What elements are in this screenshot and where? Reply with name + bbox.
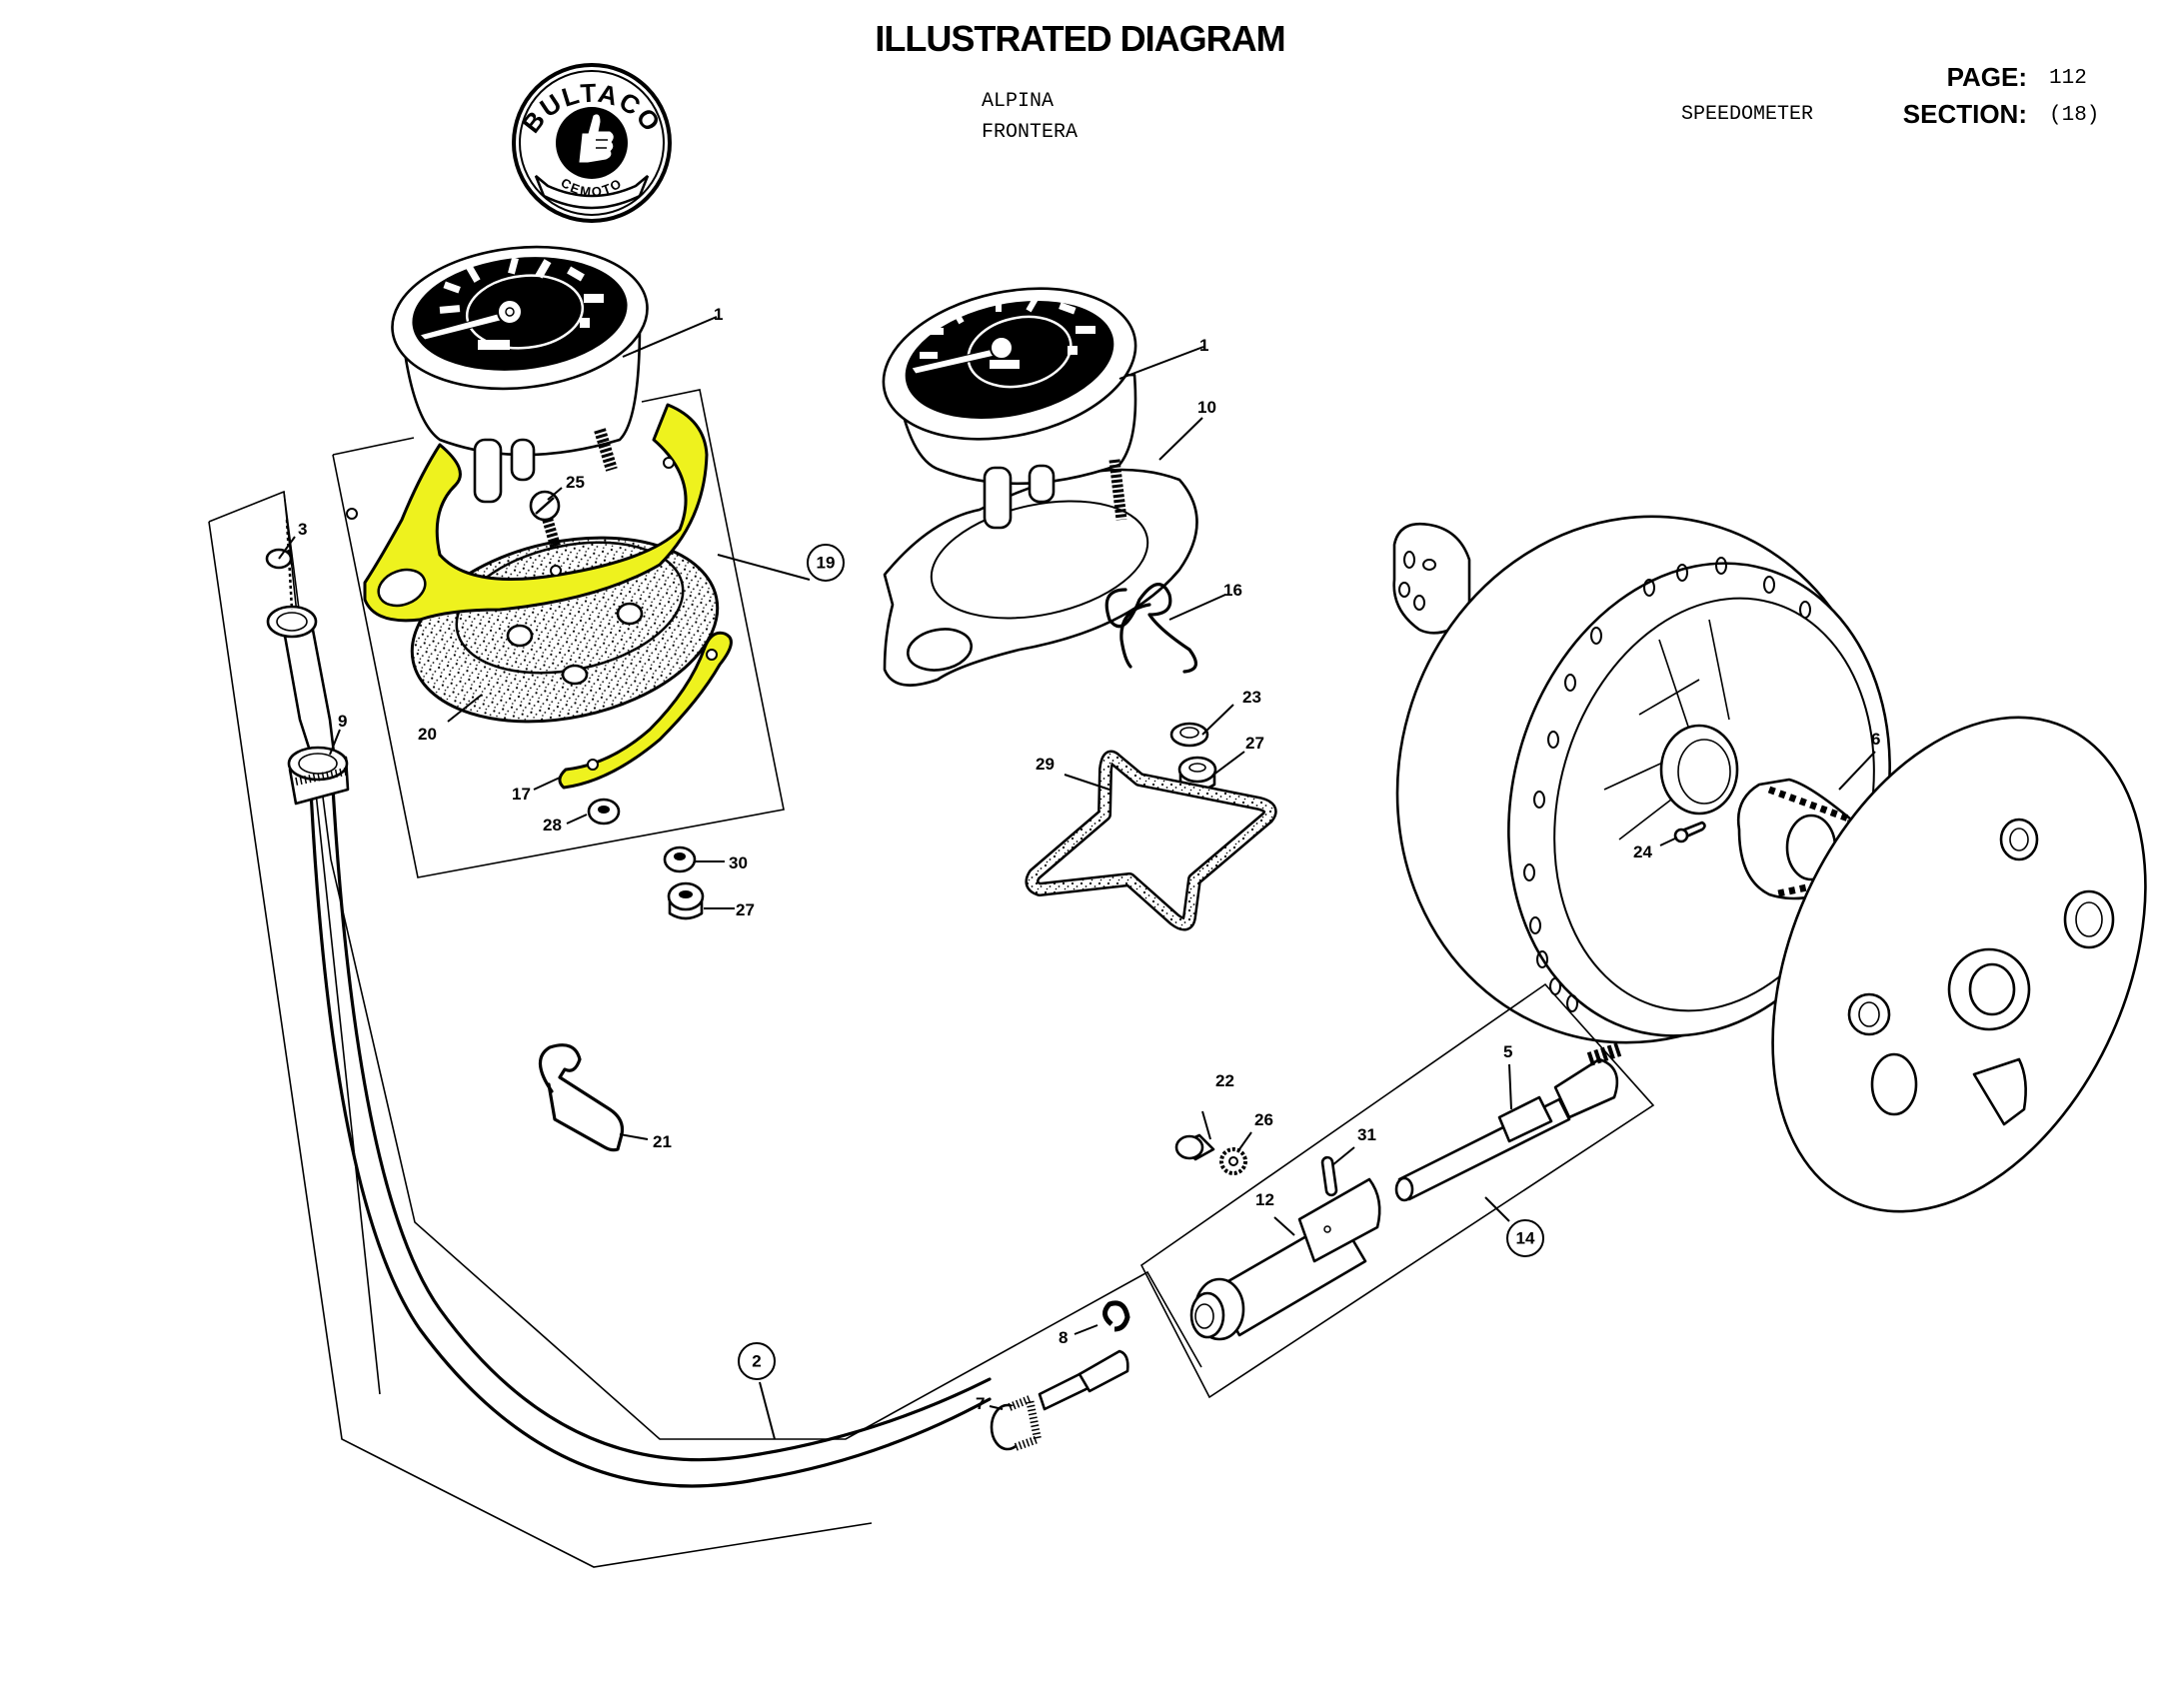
cable-lower-end bbox=[990, 1349, 1129, 1451]
cable-assembly-outline bbox=[208, 490, 1202, 1568]
circled-callout-14: 14 bbox=[1506, 1219, 1544, 1257]
spoke-holes bbox=[1398, 551, 1811, 1012]
key-part-24 bbox=[1673, 821, 1706, 843]
lock-washer-part-26 bbox=[1219, 1147, 1247, 1175]
callout-21: 21 bbox=[653, 1132, 672, 1151]
circlip-part-8 bbox=[1102, 1300, 1130, 1332]
nut-part-27-left bbox=[667, 881, 705, 920]
washer-part-23 bbox=[1169, 722, 1209, 748]
svg-text:14: 14 bbox=[1516, 1229, 1535, 1248]
callout-26: 26 bbox=[1254, 1110, 1273, 1129]
bolt-part-22 bbox=[1174, 1133, 1215, 1161]
callout-labels: 1 1 10 16 23 27 29 25 3 9 20 17 28 30 27… bbox=[298, 305, 1880, 1413]
wheel-hub bbox=[1392, 515, 1891, 1044]
mounting-stud bbox=[1108, 459, 1127, 521]
washer-part-30 bbox=[663, 845, 697, 873]
drive-housing-part-12 bbox=[1189, 1177, 1381, 1341]
svg-text:19: 19 bbox=[817, 554, 836, 573]
bracket-cable-hole bbox=[377, 568, 427, 608]
callout-29: 29 bbox=[1036, 755, 1055, 774]
dial-tick-marks bbox=[920, 295, 1095, 369]
callout-12: 12 bbox=[1255, 1190, 1274, 1209]
thumbs-up-icon bbox=[579, 114, 614, 163]
wire-spring-part-16 bbox=[1104, 583, 1197, 674]
callout-27: 27 bbox=[1245, 734, 1264, 753]
speedometer-part-1-left bbox=[391, 245, 649, 504]
dial-tick-marks bbox=[439, 257, 604, 350]
callout-23: 23 bbox=[1242, 688, 1261, 707]
callout-10: 10 bbox=[1197, 398, 1216, 417]
callout-7: 7 bbox=[976, 1394, 985, 1413]
callout-1: 1 bbox=[1199, 336, 1208, 355]
model-name: FRONTERA bbox=[982, 121, 1079, 144]
leader-lines bbox=[278, 316, 1876, 1440]
logo-inner-ring bbox=[519, 70, 665, 216]
pin-part-31 bbox=[1320, 1155, 1338, 1197]
callout-17: 17 bbox=[512, 785, 531, 804]
cable-nut-part-7 bbox=[990, 1393, 1043, 1451]
callout-27: 27 bbox=[736, 900, 755, 919]
section-name: SPEEDOMETER bbox=[1681, 103, 1814, 126]
callout-20: 20 bbox=[418, 725, 437, 744]
callout-9: 9 bbox=[338, 712, 347, 731]
outline-part-19 bbox=[332, 437, 415, 456]
callout-25: 25 bbox=[566, 473, 585, 492]
diagram-title: ILLUSTRATED DIAGRAM bbox=[875, 18, 1285, 59]
hub-bearing-boss bbox=[1659, 724, 1739, 816]
mounting-stud bbox=[594, 428, 618, 472]
outline-part-2 bbox=[208, 521, 873, 1568]
outline-part-14 bbox=[1139, 982, 1655, 1399]
model-list: ALPINA FRONTERA bbox=[982, 86, 1078, 148]
upper-bracket-plate-highlighted bbox=[363, 403, 709, 623]
drive-shaft-part-5 bbox=[1394, 1042, 1622, 1202]
brake-plate bbox=[1771, 716, 2147, 1213]
section-label: SECTION: bbox=[1902, 99, 2027, 129]
logo-banner bbox=[534, 175, 650, 210]
circled-callout-19: 19 bbox=[807, 544, 845, 582]
svg-text:2: 2 bbox=[752, 1352, 761, 1371]
circled-callout-2: 2 bbox=[738, 1342, 776, 1380]
speedometer-part-1-right bbox=[882, 287, 1137, 530]
section-number: (18) bbox=[2049, 104, 2100, 127]
callout-1: 1 bbox=[714, 305, 723, 324]
callout-16: 16 bbox=[1223, 581, 1242, 600]
callout-3: 3 bbox=[298, 520, 307, 539]
callout-24: 24 bbox=[1633, 842, 1652, 861]
page-label: PAGE: bbox=[1946, 62, 2027, 92]
screw-part-25 bbox=[529, 490, 562, 550]
mounting-gasket-part-10 bbox=[883, 468, 1198, 687]
lower-bracket-strip-part-17-highlighted bbox=[558, 631, 733, 790]
callout-22: 22 bbox=[1215, 1071, 1234, 1090]
speedometer-cable bbox=[308, 768, 992, 1488]
knurled-nut-part-9 bbox=[287, 746, 350, 806]
bultaco-logo: BULTACO CEMOTO bbox=[512, 63, 672, 223]
callout-8: 8 bbox=[1059, 1328, 1068, 1347]
callout-5: 5 bbox=[1503, 1042, 1512, 1061]
callout-31: 31 bbox=[1357, 1125, 1376, 1144]
callout-30: 30 bbox=[729, 853, 748, 872]
callout-28: 28 bbox=[543, 816, 562, 835]
callout-6: 6 bbox=[1871, 730, 1880, 749]
cable-clip-part-21 bbox=[538, 1043, 625, 1152]
nut-part-28 bbox=[587, 798, 621, 826]
model-name: ALPINA bbox=[982, 90, 1055, 113]
page-number: 112 bbox=[2049, 67, 2087, 90]
